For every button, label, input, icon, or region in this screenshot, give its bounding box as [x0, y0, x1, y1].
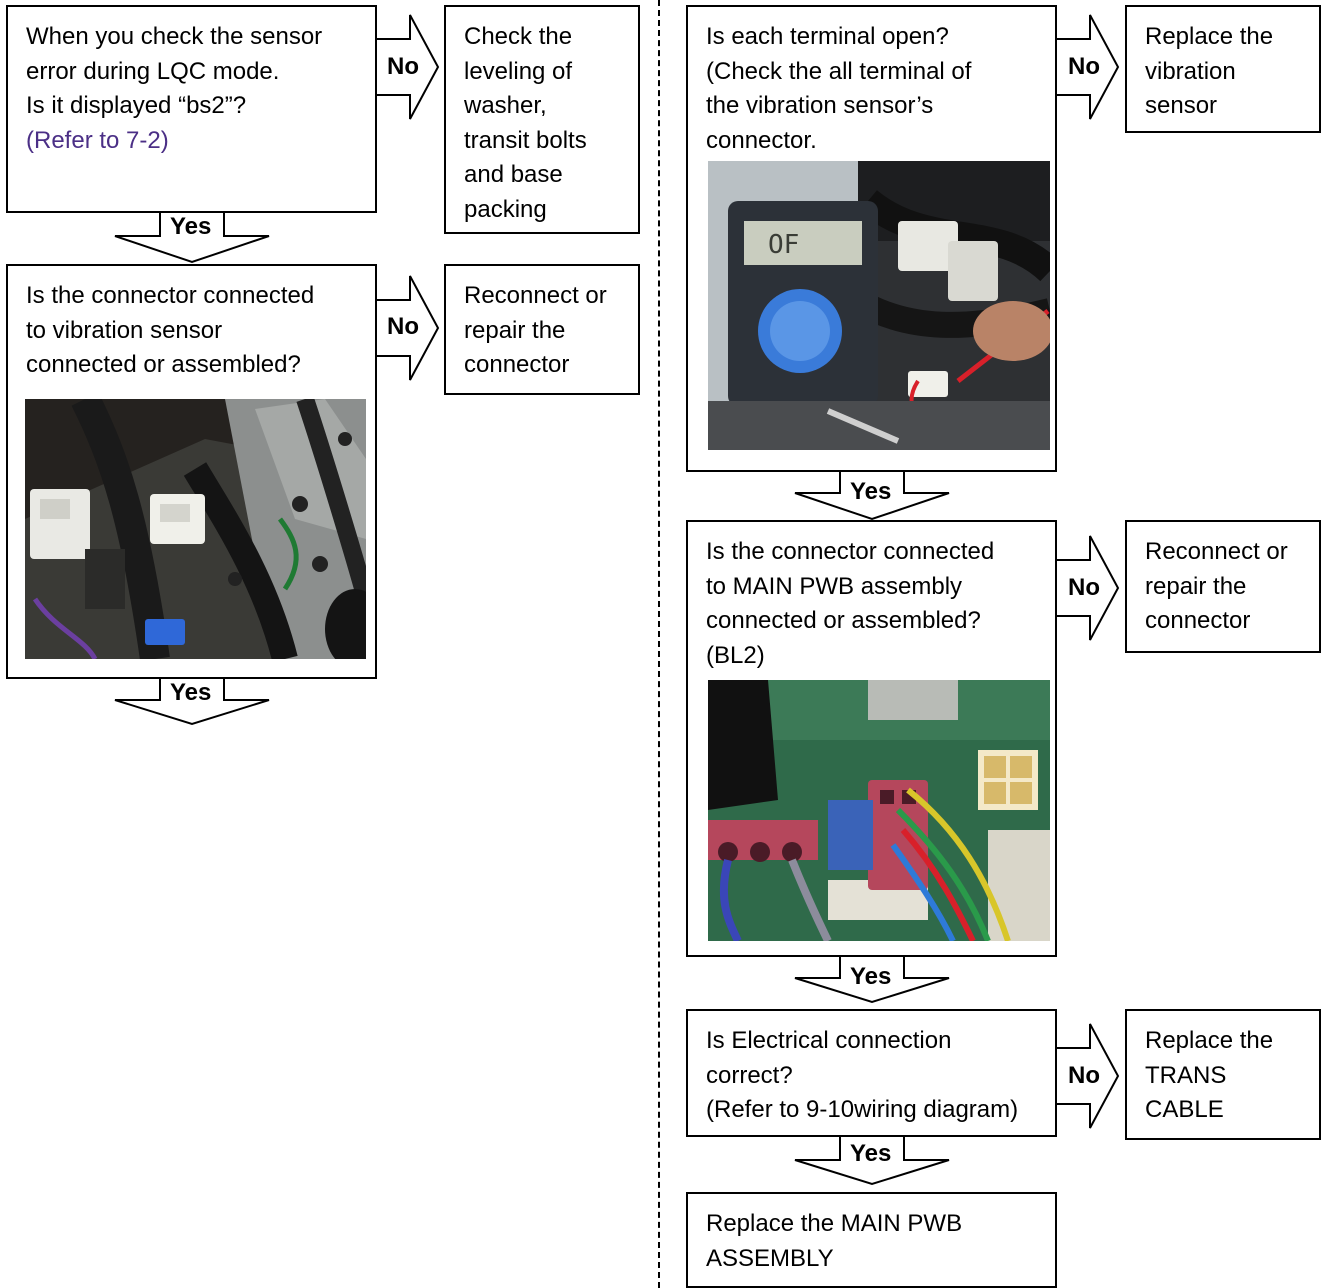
question-text-line: When you check the sensor [26, 23, 323, 50]
result-text-line: connector [464, 351, 570, 378]
no-arrow-5 [1056, 1023, 1120, 1129]
result-reconnect-box: Reconnect or repair the connector [444, 264, 640, 395]
yes-label: Yes [170, 213, 212, 240]
yes-label: Yes [170, 679, 212, 706]
no-arrow-3 [1056, 14, 1120, 120]
question-text-line: (BL2) [706, 641, 765, 669]
vibration-sensor-photo [25, 399, 366, 659]
no-arrow-4 [1056, 535, 1120, 641]
result-text-line: sensor [1145, 92, 1218, 119]
result-text-line: washer, [464, 92, 547, 119]
no-label: No [1068, 574, 1100, 601]
result-text-line: vibration [1145, 57, 1236, 85]
column-divider [658, 0, 660, 1288]
question-electrical-connection-box: Is Electrical connection correct? (Refer… [686, 1009, 1057, 1137]
result-text-line: and base [464, 161, 563, 188]
result-text-line: Replace the [1145, 1027, 1274, 1054]
result-text-line: packing [464, 195, 547, 223]
result-text-line: CABLE [1145, 1096, 1224, 1123]
no-label: No [387, 53, 419, 80]
final-replace-main-pwb-box: Replace the MAIN PWB ASSEMBLY [686, 1192, 1057, 1288]
final-text-line: Replace the MAIN PWB [706, 1210, 963, 1237]
question-text-line: Is each terminal open? [706, 23, 949, 50]
result-text-line: Check the [464, 23, 573, 50]
yes-label: Yes [850, 1140, 892, 1167]
question-text-line: Is it displayed “bs2”? [26, 92, 247, 119]
question-bs2-box: When you check the sensor error during L… [6, 5, 377, 213]
question-text-line: to vibration sensor [26, 316, 223, 344]
question-text-line: connected or assembled? [706, 607, 981, 634]
no-label: No [1068, 1062, 1100, 1089]
question-text-line: the vibration sensor’s [706, 92, 934, 119]
yes-arrow-3 [794, 471, 950, 521]
question-text-line: Is the connector connected [706, 538, 995, 565]
svg-text:OF: OF [768, 230, 799, 260]
result-text-line: repair the [464, 316, 566, 344]
result-text-line: leveling of [464, 57, 573, 85]
multimeter-photo: OF [708, 161, 1050, 450]
result-text-line: connector [1145, 607, 1251, 634]
yes-arrow-4 [794, 956, 950, 1004]
no-arrow-1 [376, 14, 440, 120]
reference-link[interactable]: (Refer to 7-2) [26, 126, 169, 154]
question-text-line: to MAIN PWB assembly [706, 572, 963, 600]
no-arrow-2 [376, 275, 440, 381]
result-replace-vibration-sensor-box: Replace the vibration sensor [1125, 5, 1321, 133]
result-text-line: Reconnect or [1145, 538, 1288, 565]
result-text-line: TRANS [1145, 1061, 1227, 1089]
question-text-line: (Refer to 9-10wiring diagram) [706, 1096, 1019, 1123]
yes-label: Yes [850, 963, 892, 990]
yes-arrow-2 [114, 678, 270, 726]
result-text-line: transit bolts [464, 126, 587, 154]
result-reconnect-box: Reconnect or repair the connector [1125, 520, 1321, 653]
main-pwb-photo [708, 680, 1050, 941]
question-text-line: Is the connector connected [26, 282, 315, 309]
no-label: No [387, 313, 419, 340]
result-text-line: Reconnect or [464, 282, 607, 309]
result-leveling-box: Check the leveling of washer, transit bo… [444, 5, 640, 234]
no-label: No [1068, 53, 1100, 80]
result-text-line: repair the [1145, 572, 1247, 600]
question-text-line: error during LQC mode. [26, 57, 280, 85]
result-replace-trans-cable-box: Replace the TRANS CABLE [1125, 1009, 1321, 1140]
yes-arrow-5 [794, 1136, 950, 1186]
question-text-line: connector. [706, 126, 817, 154]
result-text-line: Replace the [1145, 23, 1274, 50]
question-text-line: (Check the all terminal of [706, 57, 972, 85]
final-text-line: ASSEMBLY [706, 1244, 834, 1272]
question-text-line: connected or assembled? [26, 351, 301, 378]
yes-label: Yes [850, 478, 892, 505]
question-text-line: Is Electrical connection [706, 1027, 952, 1054]
question-text-line: correct? [706, 1061, 793, 1089]
yes-arrow-1 [114, 212, 270, 264]
